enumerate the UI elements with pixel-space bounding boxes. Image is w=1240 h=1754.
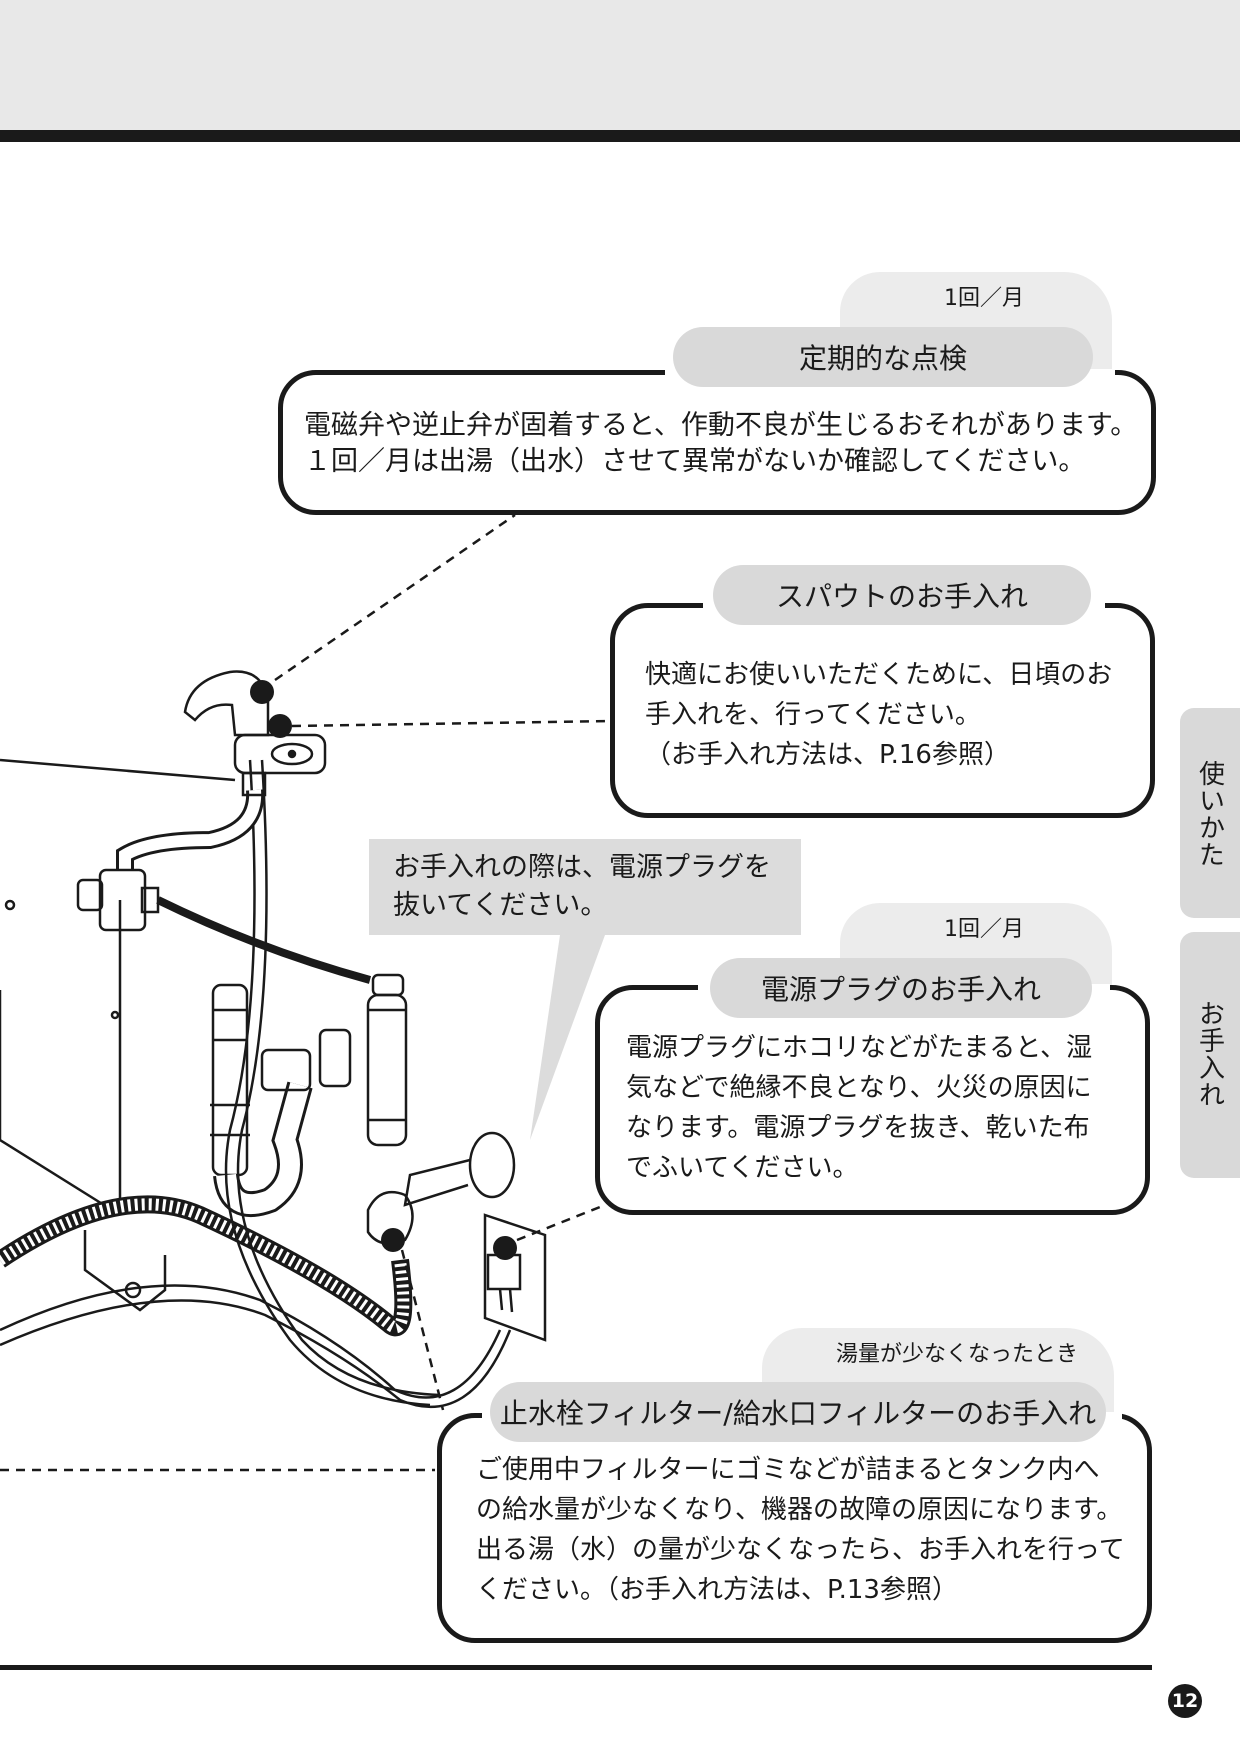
marker-plug xyxy=(493,1236,517,1260)
notice-pointer xyxy=(530,935,605,1140)
filter-cartridge xyxy=(366,993,408,1147)
valve-block xyxy=(98,868,147,932)
power-plug xyxy=(486,1253,522,1291)
filter-title-pill: 止水栓フィルター/給水口フィルターのお手入れ xyxy=(490,1382,1106,1442)
side-tab-care[interactable]: お手入れ xyxy=(1180,932,1240,1178)
spout-title: スパウトのお手入れ xyxy=(775,580,1028,613)
leader-filter-diagonal xyxy=(400,1249,445,1411)
leader-inspection xyxy=(274,513,516,682)
plug-box xyxy=(595,984,1150,1215)
leader-spout xyxy=(291,719,613,728)
bottom-rule xyxy=(0,1665,1152,1670)
plug-title: 電源プラグのお手入れ xyxy=(760,973,1041,1006)
inspection-title-pill: 定期的な点検 xyxy=(673,327,1093,387)
leader-plug xyxy=(516,1203,606,1242)
inspection-line-2: １回／月は出湯（出水）させて異常がないか確認してください。 xyxy=(304,446,1086,477)
plug-line-3: なります。電源プラグを抜き、乾いた布 xyxy=(626,1113,1090,1143)
plug-title-pill: 電源プラグのお手入れ xyxy=(710,958,1092,1018)
header-band xyxy=(0,0,1240,130)
plug-frequency: 1回／月 xyxy=(944,917,1024,942)
filter-body: ご使用中フィルターにゴミなどが詰まるとタンク内へ の給水量が少なくなり、機器の故… xyxy=(476,1450,1125,1610)
unplug-notice: お手入れの際は、電源プラグを 抜いてください。 xyxy=(369,839,801,935)
stop-valve-flange xyxy=(468,1131,516,1199)
side-tab-care-label: お手入れ xyxy=(1194,1000,1225,1108)
notice-line-1: お手入れの際は、電源プラグを xyxy=(393,852,771,883)
filter-line-2: の給水量が少なくなり、機器の故障の原因になります。 xyxy=(476,1495,1123,1525)
power-outlet xyxy=(483,1213,547,1342)
inspection-frequency: 1回／月 xyxy=(944,286,1024,311)
header-rule xyxy=(0,130,1240,142)
inspection-line-1: 電磁弁や逆止弁が固着すると、作動不良が生じるおそれがあります。 xyxy=(304,410,1138,441)
supply-hose xyxy=(0,1284,502,1399)
notice-line-2: 抜いてください。 xyxy=(393,890,608,921)
spout-body: 快適にお使いいただくために、日頃のお 手入れを、行ってください。 （お手入れ方法… xyxy=(645,655,1112,775)
filter-line-3: 出る湯（水）の量が少なくなったら、お手入れを行って xyxy=(476,1535,1125,1565)
filter-frequency: 湯量が少なくなったとき xyxy=(835,1342,1078,1367)
cabinet-top-edge xyxy=(0,758,236,782)
plug-body: 電源プラグにホコリなどがたまると、湿 気などで絶縁不良となり、火災の原因に なり… xyxy=(626,1028,1092,1188)
spout-line-1: 快適にお使いいただくために、日頃のお xyxy=(645,660,1113,690)
trap-nut xyxy=(260,1048,312,1092)
faucet-spout xyxy=(183,670,270,737)
plug-line-2: 気などで絶縁不良となり、火災の原因に xyxy=(626,1073,1092,1103)
plug-line-4: でふいてください。 xyxy=(626,1153,859,1183)
inspection-body: 電磁弁や逆止弁が固着すると、作動不良が生じるおそれがあります。 １回／月は出湯（… xyxy=(304,408,1137,480)
filter-line-1: ご使用中フィルターにゴミなどが詰まるとタンク内へ xyxy=(476,1455,1100,1485)
inspection-box xyxy=(278,369,1156,515)
side-tab-usage-label: 使いかた xyxy=(1194,760,1225,868)
plug-line-1: 電源プラグにホコリなどがたまると、湿 xyxy=(626,1033,1093,1063)
inspection-title: 定期的な点検 xyxy=(798,342,967,375)
marker-inspection xyxy=(250,680,274,704)
side-tab-usage[interactable]: 使いかた xyxy=(1180,708,1240,918)
marker-spout xyxy=(268,714,292,738)
page-number: 12 xyxy=(1168,1684,1202,1718)
spout-line-2: 手入れを、行ってください。 xyxy=(645,700,981,730)
spout-title-pill: スパウトのお手入れ xyxy=(713,565,1091,625)
marker-filter xyxy=(381,1228,405,1252)
spout-line-3: （お手入れ方法は、P.16参照） xyxy=(645,740,1010,770)
filter-title: 止水栓フィルター/給水口フィルターのお手入れ xyxy=(499,1397,1097,1430)
filter-line-4: ください。（お手入れ方法は、P.13参照） xyxy=(476,1575,958,1605)
